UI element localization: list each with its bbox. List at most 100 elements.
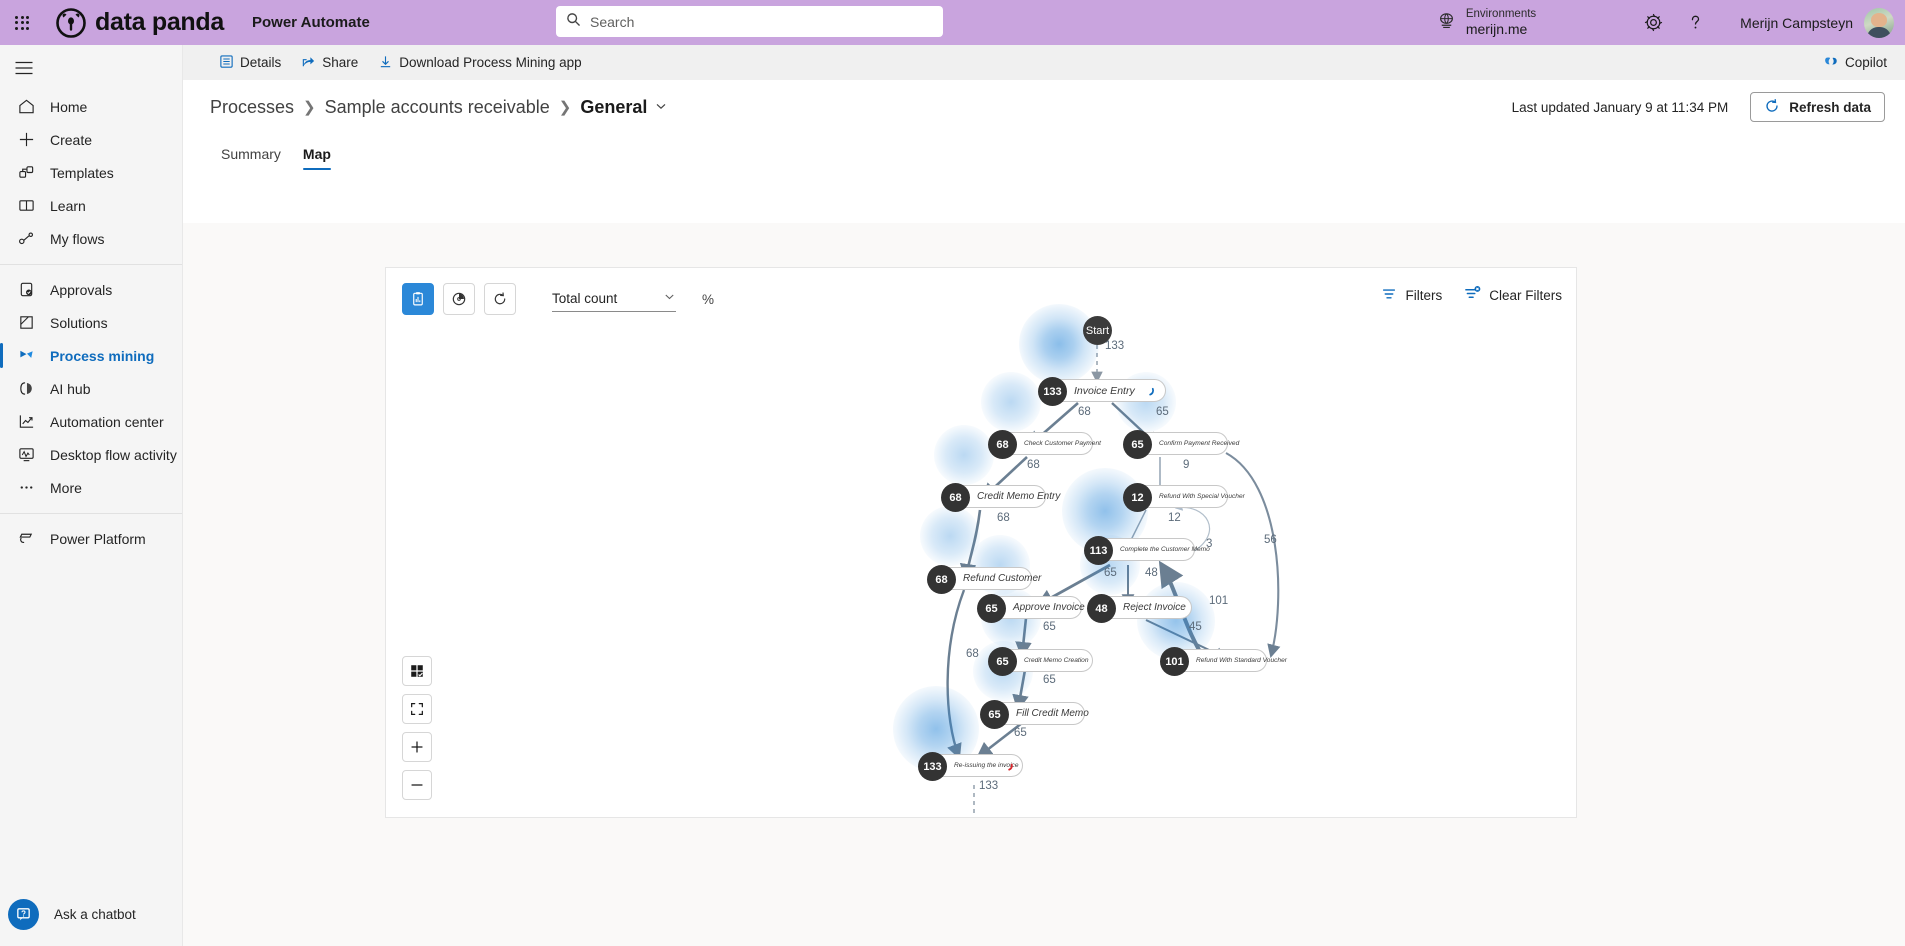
node-fill-credit-memo[interactable]: 65 Fill Credit Memo [980, 700, 1089, 729]
node-refund-customer[interactable]: 68 Refund Customer [927, 565, 1041, 594]
hamburger-menu-icon[interactable] [0, 45, 48, 90]
tab-map[interactable]: Map [292, 136, 342, 172]
refresh-data-button[interactable]: Refresh data [1750, 92, 1885, 122]
last-updated-text: Last updated January 9 at 11:34 PM [1511, 99, 1729, 115]
filters-button[interactable]: Filters [1381, 286, 1442, 305]
environment-globe-icon [1437, 11, 1456, 35]
node-start[interactable]: Start [1083, 316, 1112, 345]
node-count-badge: 133 [1038, 377, 1067, 406]
app-name: Power Automate [251, 14, 370, 31]
fit-quadrant-icon[interactable] [402, 656, 432, 686]
avatar[interactable] [1864, 7, 1894, 38]
environment-selector[interactable]: Environments merijn.me [1437, 7, 1536, 39]
rework-loop-icon [1002, 760, 1014, 774]
brand-logo[interactable]: data panda [56, 7, 224, 38]
chevron-down-icon [663, 290, 676, 308]
node-refund-with-standard-voucher[interactable]: 101 Refund With Standard Voucher [1160, 647, 1287, 676]
chevron-down-icon[interactable] [654, 97, 668, 118]
sidebar-item-label: Home [50, 98, 88, 115]
node-count-badge: 65 [1123, 430, 1152, 459]
node-refund-with-special-voucher[interactable]: 12 Refund With Special Voucher [1123, 483, 1245, 512]
share-button[interactable]: Share [292, 49, 367, 77]
templates-icon [16, 164, 36, 181]
zoom-out-icon[interactable] [402, 770, 432, 800]
node-confirm-payment-received[interactable]: 65 Confirm Payment Received [1123, 430, 1239, 459]
approvals-icon [16, 281, 36, 298]
power-platform-icon [16, 530, 36, 547]
environment-name: merijn.me [1465, 20, 1528, 37]
sidebar-item-label: Process mining [50, 347, 155, 364]
node-complete-the-customer-memo[interactable]: 113 Complete the Customer Memo [1084, 536, 1210, 565]
rework-view-button[interactable] [484, 283, 516, 315]
edge-label: 48 [1145, 567, 1158, 579]
tab-summary[interactable]: Summary [221, 146, 281, 162]
node-approve-invoice[interactable]: 65 Approve Invoice [977, 594, 1085, 623]
node-label: Start [1085, 324, 1110, 337]
copilot-button[interactable]: Copilot [1823, 53, 1887, 72]
node-credit-memo-entry[interactable]: 68 Credit Memo Entry [941, 483, 1060, 512]
user-name: Merijn Campsteyn [1740, 14, 1853, 31]
sidebar-item-more[interactable]: More [0, 471, 182, 504]
map-toolbar: Total count % [402, 283, 714, 315]
ask-a-chatbot-button[interactable]: Ask a chatbot [8, 899, 136, 930]
percent-toggle[interactable]: % [702, 291, 715, 307]
node-credit-memo-creation[interactable]: 65 Credit Memo Creation [988, 647, 1093, 676]
nav-divider [0, 513, 182, 514]
sidebar-item-label: More [50, 479, 82, 496]
metric-dropdown[interactable]: Total count [552, 286, 676, 312]
question-mark-icon[interactable] [1674, 0, 1716, 45]
sidebar-item-label: Desktop flow activity [50, 446, 177, 463]
sidebar-item-solutions[interactable]: Solutions [0, 306, 182, 339]
clear-filters-button[interactable]: Clear Filters [1464, 285, 1562, 305]
node-label: Confirm Payment Received [1159, 440, 1240, 447]
header-right-cluster: Environments merijn.me Merijn Campsteyn [1437, 0, 1905, 45]
process-map-graph[interactable]: Start 133 Invoice Entry 68 Check Custome… [386, 268, 1576, 817]
node-count-badge: 65 [980, 700, 1009, 729]
breadcrumb-item-processes[interactable]: Processes [210, 96, 295, 117]
fullscreen-icon[interactable] [402, 694, 432, 724]
search-box[interactable] [556, 6, 943, 37]
gear-icon[interactable] [1632, 0, 1674, 45]
performance-view-button[interactable] [443, 283, 475, 315]
edge-label: 68 [1078, 406, 1091, 418]
node-label: Refund Customer [963, 573, 1042, 584]
brand-name: data panda [95, 8, 224, 36]
sidebar-item-approvals[interactable]: Approvals [0, 273, 182, 306]
breadcrumb-item-sample-accounts-receivable[interactable]: Sample accounts receivable [324, 96, 550, 117]
node-reject-invoice[interactable]: 48 Reject Invoice [1087, 594, 1192, 623]
node-count-badge: 68 [927, 565, 956, 594]
edge-label: 12 [1168, 512, 1181, 524]
sidebar-item-create[interactable]: Create [0, 123, 182, 156]
home-icon [16, 98, 36, 115]
breadcrumb-item-general[interactable]: General [580, 96, 648, 117]
frequency-view-button[interactable] [402, 283, 434, 315]
sidebar-item-power-platform[interactable]: Power Platform [0, 522, 182, 555]
sidebar-item-ai-hub[interactable]: AI hub [0, 372, 182, 405]
sidebar-item-process-mining[interactable]: Process mining [0, 339, 182, 372]
filter-clear-icon [1464, 285, 1481, 305]
details-button[interactable]: Details [210, 49, 290, 77]
node-count-badge: 101 [1160, 647, 1189, 676]
sidebar-item-automation-center[interactable]: Automation center [0, 405, 182, 438]
filter-bar: Filters Clear Filters [1381, 285, 1562, 305]
flow-icon [16, 230, 36, 247]
node-count-badge: 133 [918, 752, 947, 781]
node-re-issuing-the-invoice[interactable]: 133 Re-issuing the invoice [918, 752, 1023, 781]
sidebar-item-learn[interactable]: Learn [0, 189, 182, 222]
search-input[interactable] [590, 13, 933, 30]
sidebar-item-my-flows[interactable]: My flows [0, 222, 182, 255]
sidebar-item-templates[interactable]: Templates [0, 156, 182, 189]
node-check-customer-payment[interactable]: 68 Check Customer Payment [988, 430, 1101, 459]
sidebar-item-desktop-flow-activity[interactable]: Desktop flow activity [0, 438, 182, 471]
edge-label: 45 [1189, 621, 1202, 633]
zoom-in-icon[interactable] [402, 732, 432, 762]
node-count-badge: 68 [941, 483, 970, 512]
node-invoice-entry[interactable]: 133 Invoice Entry [1038, 377, 1166, 406]
left-navigation: Home Create Templates Learn [0, 45, 183, 946]
node-label: Refund With Special Voucher [1159, 493, 1245, 500]
app-launcher-icon[interactable] [0, 0, 44, 45]
sidebar-item-label: Create [50, 131, 93, 148]
download-process-mining-app-button[interactable]: Download Process Mining app [369, 49, 590, 77]
sidebar-item-home[interactable]: Home [0, 90, 182, 123]
download-label: Download Process Mining app [399, 55, 582, 70]
